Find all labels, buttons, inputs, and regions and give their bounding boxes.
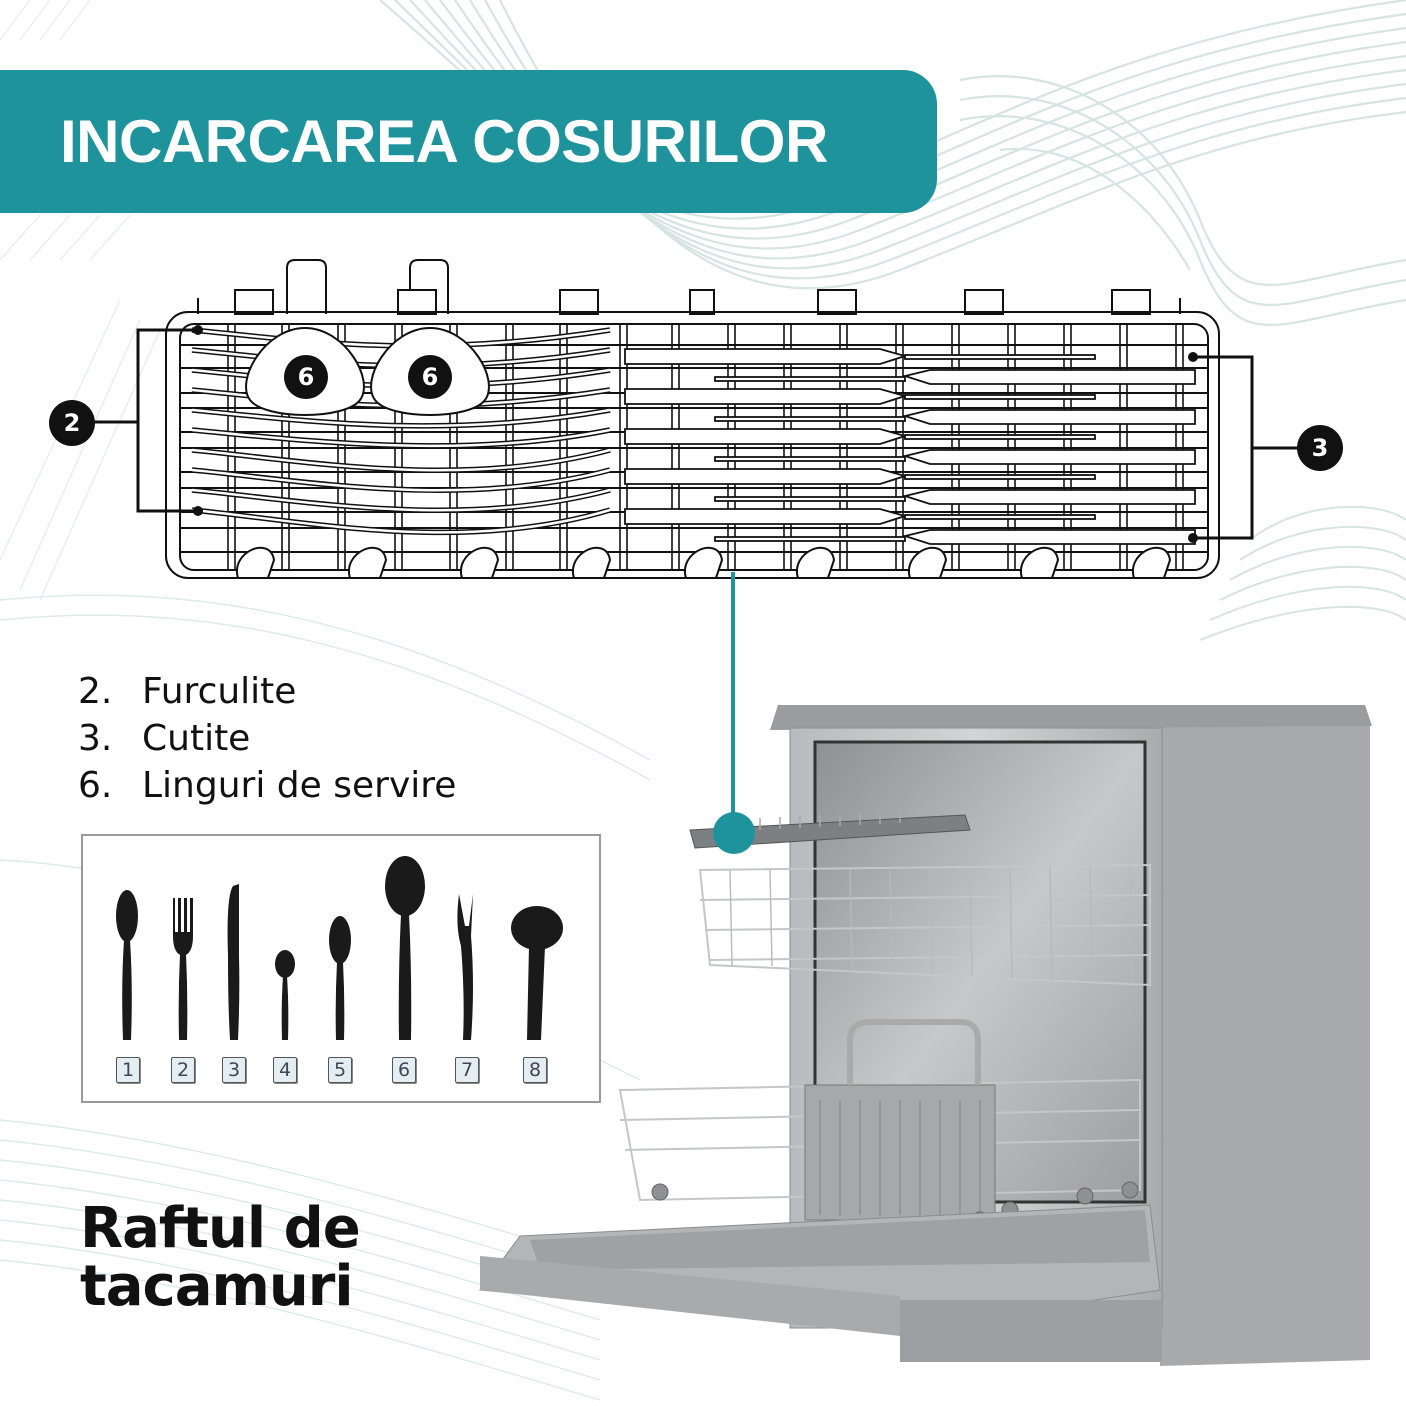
cutlery-num-1: 1 — [116, 1057, 140, 1083]
cutlery-num-6: 6 — [392, 1057, 416, 1083]
serving-spoon-icon — [385, 856, 425, 1040]
cutlery-num-7: 7 — [455, 1057, 479, 1083]
page-title: INCARCAREA COSURILOR — [60, 108, 828, 175]
callout-2-forks: 2 — [49, 400, 95, 446]
callout-3-knives: 3 — [1297, 425, 1343, 471]
title-banner: INCARCAREA COSURILOR — [0, 70, 937, 213]
cutlery-rack-diagram — [95, 259, 1298, 579]
fork-icon — [173, 898, 193, 1040]
knife-icon — [227, 884, 240, 1040]
teaspoon-icon — [275, 950, 295, 1040]
dishwasher-illustration — [479, 705, 1372, 1366]
cutlery-num-2: 2 — [171, 1057, 195, 1083]
cutlery-silhouettes — [116, 856, 563, 1040]
cutlery-num-3: 3 — [222, 1057, 246, 1083]
ladle-icon — [511, 906, 563, 1040]
legend-list: 2. Furculite 3. Cutite 6. Linguri de ser… — [78, 668, 456, 809]
legend-item-serving-spoons: 6. Linguri de servire — [78, 765, 457, 806]
legend-item-knives: 3. Cutite — [78, 718, 251, 759]
callout-6-serving-spoon-1: 6 — [284, 355, 328, 399]
cutlery-num-8: 8 — [523, 1057, 547, 1083]
dessert-spoon-icon — [329, 916, 351, 1040]
callout-6-serving-spoon-2: 6 — [408, 355, 452, 399]
cutlery-num-5: 5 — [328, 1057, 352, 1083]
connector-dot — [713, 812, 755, 854]
connector-line — [731, 572, 735, 822]
cutlery-types-chart: 1 2 3 4 5 6 7 8 — [81, 834, 601, 1103]
cutlery-num-4: 4 — [273, 1057, 297, 1083]
legend-item-forks: 2. Furculite — [78, 671, 297, 712]
serving-fork-icon — [457, 894, 473, 1040]
spoon-icon — [116, 890, 138, 1040]
section-label: Raftul de tacamuri — [80, 1196, 361, 1319]
